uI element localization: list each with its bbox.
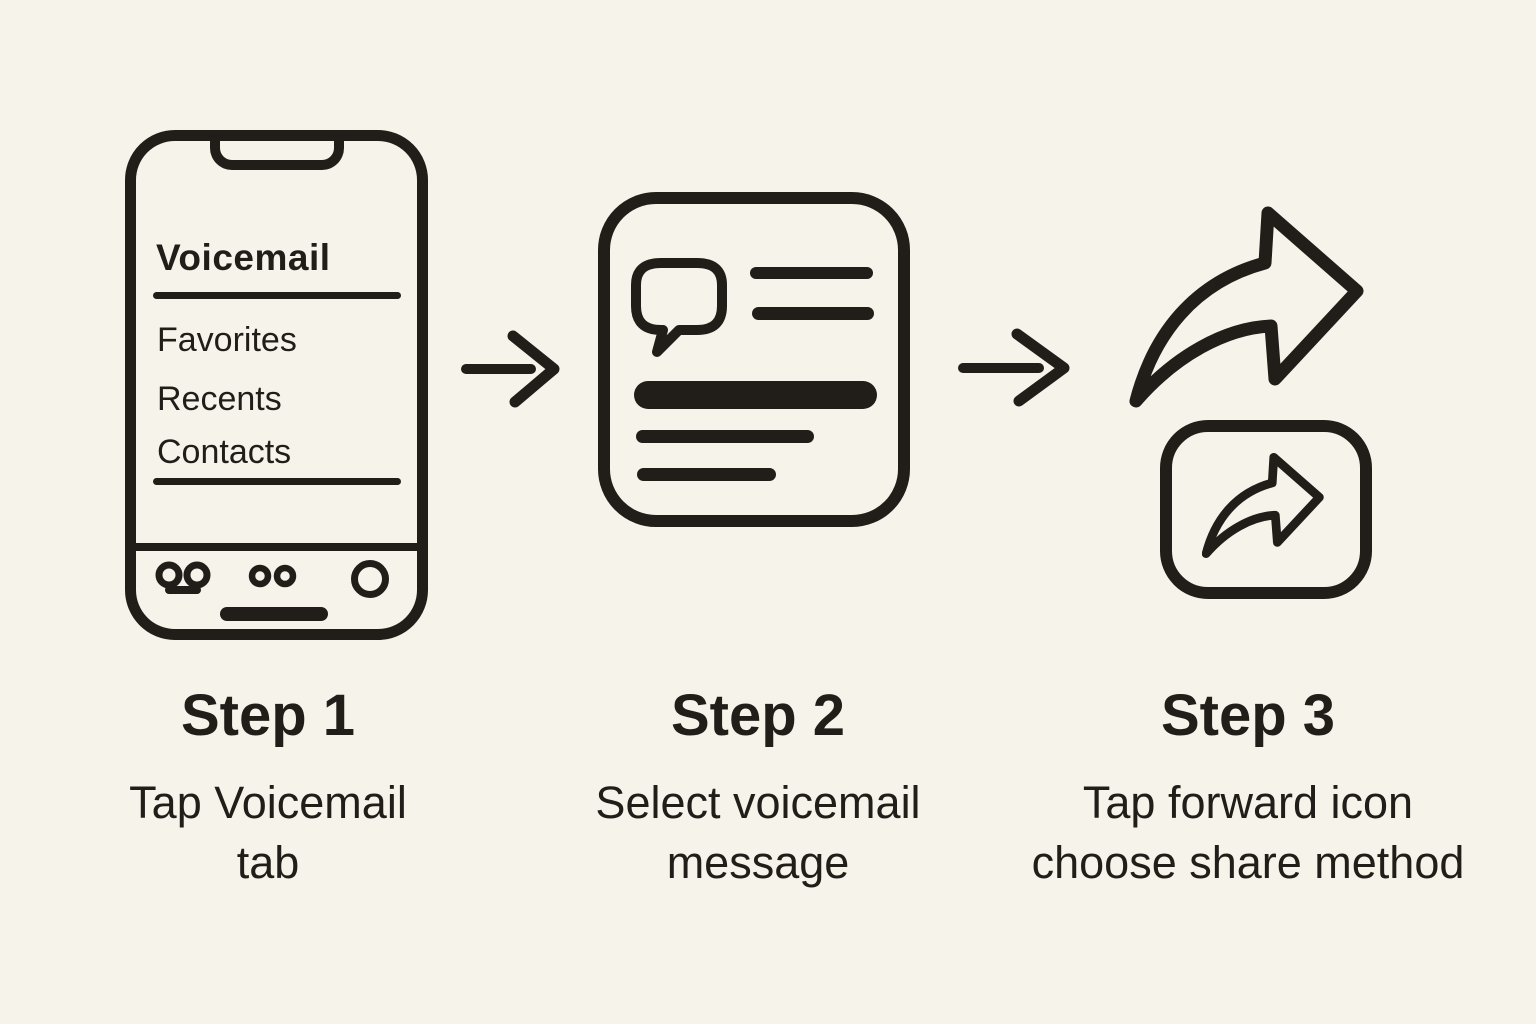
flow-arrow-icon [461,328,563,415]
step1-caption-line1: Tap Voicemail [129,777,407,828]
list-item-contacts: Contacts [157,433,292,471]
step3-caption-line1: Tap forward icon [1082,777,1414,828]
voicemail-message-card [598,192,910,527]
text-line [637,468,776,481]
phone-illustration: Voicemail Favorites Recents Contacts [125,130,428,640]
step1-caption: Step 1 Tap Voicemail tab [129,682,407,893]
text-line [752,307,874,320]
home-indicator [220,607,328,621]
step3-caption: Step 3 Tap forward icon choose share met… [1032,682,1465,893]
step2-caption: Step 2 Select voicemail message [595,682,920,893]
divider-line [153,478,401,485]
forward-arrow-icon [1128,204,1366,417]
flow-arrow-icon [957,326,1073,413]
list-item-recents: Recents [157,380,282,418]
dots-icon [248,562,298,595]
selected-message-line [634,381,877,409]
step2-heading: Step 2 [670,683,846,748]
forward-arrow-icon [1201,452,1324,565]
text-line [636,430,814,443]
voicemail-icon [155,560,211,603]
share-button-icon [1160,420,1372,599]
step2-caption-line1: Select voicemail [595,777,921,828]
step2-caption-line2: message [666,837,850,888]
text-line [750,267,873,279]
phone-notch [209,138,344,170]
divider-line [153,292,401,299]
step1-heading: Step 1 [180,683,356,748]
step3-caption-line2: choose share method [1031,837,1465,888]
circle-icon [351,560,389,598]
voicemail-tab-title: Voicemail [156,237,331,278]
speech-bubble-icon [627,254,731,365]
tab-bar-divider [125,543,428,551]
step3-heading: Step 3 [1160,683,1336,748]
step1-caption-line2: tab [236,837,300,888]
list-item-favorites: Favorites [157,321,297,359]
